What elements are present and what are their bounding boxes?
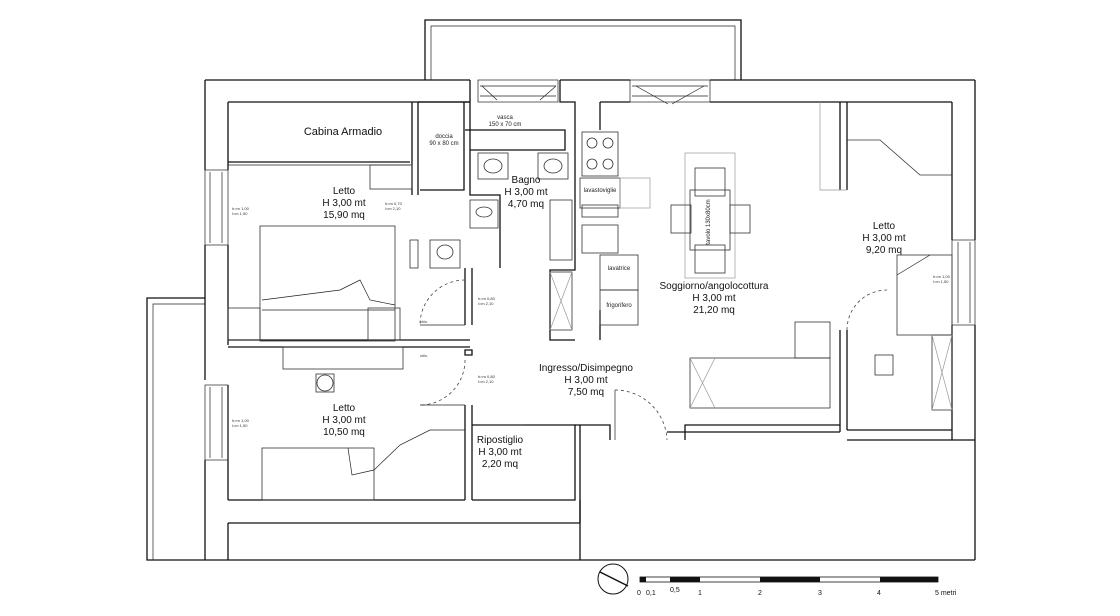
room-letto1-name: Letto	[333, 186, 356, 197]
svg-text:h=m 0,70: h=m 0,70	[385, 201, 403, 206]
room-letto1-height: H 3,00 mt	[322, 198, 366, 209]
label-frigorifero: frigorifero	[606, 303, 632, 309]
room-letto3-area: 9,20 mq	[866, 245, 902, 256]
svg-text:h=m 1,00: h=m 1,00	[232, 418, 250, 423]
scale-label-05: 0,5	[670, 587, 680, 594]
scale-label-0: 0	[637, 590, 641, 597]
outer-walls	[204, 79, 976, 561]
scale-label-4: 4	[877, 590, 881, 597]
scale-label-3: 3	[818, 590, 822, 597]
room-cabina-name: Cabina Armadio	[304, 126, 382, 138]
room-letto3-height: H 3,00 mt	[862, 233, 906, 244]
label-doccia: doccia	[435, 134, 453, 140]
room-labels: Cabina Armadio Letto H 3,00 mt 15,90 mq …	[304, 126, 906, 470]
label-vasca-size: 150 x 70 cm	[489, 122, 522, 128]
label-lavatrice: lavatrice	[608, 266, 631, 272]
svg-text:l=m 1,50: l=m 1,50	[232, 211, 248, 216]
room-bagno-height: H 3,00 mt	[504, 187, 548, 198]
svg-text:l=m 2,10: l=m 2,10	[478, 379, 494, 384]
balcony-top	[424, 19, 742, 80]
terrace-left	[146, 297, 205, 561]
svg-text:l=m 2,10: l=m 2,10	[478, 301, 494, 306]
svg-text:h=m 1,00: h=m 1,00	[232, 206, 250, 211]
room-ripostiglio-area: 2,20 mq	[482, 459, 518, 470]
label-lavastoviglie: lavastoviglie	[584, 188, 617, 194]
room-letto3-name: Letto	[873, 221, 896, 232]
north-arrow-icon	[597, 563, 629, 595]
svg-text:h=m 0,80: h=m 0,80	[478, 296, 496, 301]
svg-text:chiu: chiu	[420, 319, 427, 324]
room-letto1-area: 15,90 mq	[323, 210, 365, 221]
label-tavolo: tavolo 130x80cm	[706, 199, 712, 244]
svg-text:l=m 2,10: l=m 2,10	[385, 206, 401, 211]
fixture-labels: doccia 90 x 80 cm vasca 150 x 70 cm lava…	[429, 115, 712, 309]
scale-bar: 0 0,1 0,5 1 2 3 4 5 metri	[637, 576, 957, 597]
label-doccia-size: 90 x 80 cm	[429, 141, 458, 147]
svg-text:h=m 0,80: h=m 0,80	[478, 374, 496, 379]
room-letto2-height: H 3,00 mt	[322, 415, 366, 426]
room-ingresso-name: Ingresso/Disimpegno	[539, 363, 633, 374]
room-letto2-area: 10,50 mq	[323, 427, 365, 438]
room-ripostiglio-height: H 3,00 mt	[478, 447, 522, 458]
room-soggiorno-area: 21,20 mq	[693, 305, 735, 316]
scale-label-01: 0,1	[646, 590, 656, 597]
scale-label-1: 1	[698, 590, 702, 597]
room-ingresso-area: 7,50 mq	[568, 387, 604, 398]
svg-text:chiu: chiu	[420, 353, 427, 358]
furniture	[227, 102, 953, 501]
scale-label-2: 2	[758, 590, 762, 597]
room-soggiorno-height: H 3,00 mt	[692, 293, 736, 304]
doors: h=m 0,80 l=m 2,10 h=m 0,80 l=m 2,10 chiu…	[419, 279, 888, 441]
room-soggiorno-name: Soggiorno/angolocottura	[660, 281, 769, 292]
interior-walls	[227, 80, 975, 560]
svg-text:h=m 1,00: h=m 1,00	[933, 274, 951, 279]
room-ripostiglio-name: Ripostiglio	[477, 435, 524, 446]
room-bagno-area: 4,70 mq	[508, 199, 544, 210]
scale-label-5: 5 metri	[935, 590, 957, 597]
svg-text:l=m 1,50: l=m 1,50	[933, 279, 949, 284]
room-ingresso-height: H 3,00 mt	[564, 375, 608, 386]
label-vasca: vasca	[497, 115, 513, 121]
room-letto2-name: Letto	[333, 403, 356, 414]
svg-text:l=m 1,50: l=m 1,50	[232, 423, 248, 428]
room-bagno-name: Bagno	[512, 175, 541, 186]
